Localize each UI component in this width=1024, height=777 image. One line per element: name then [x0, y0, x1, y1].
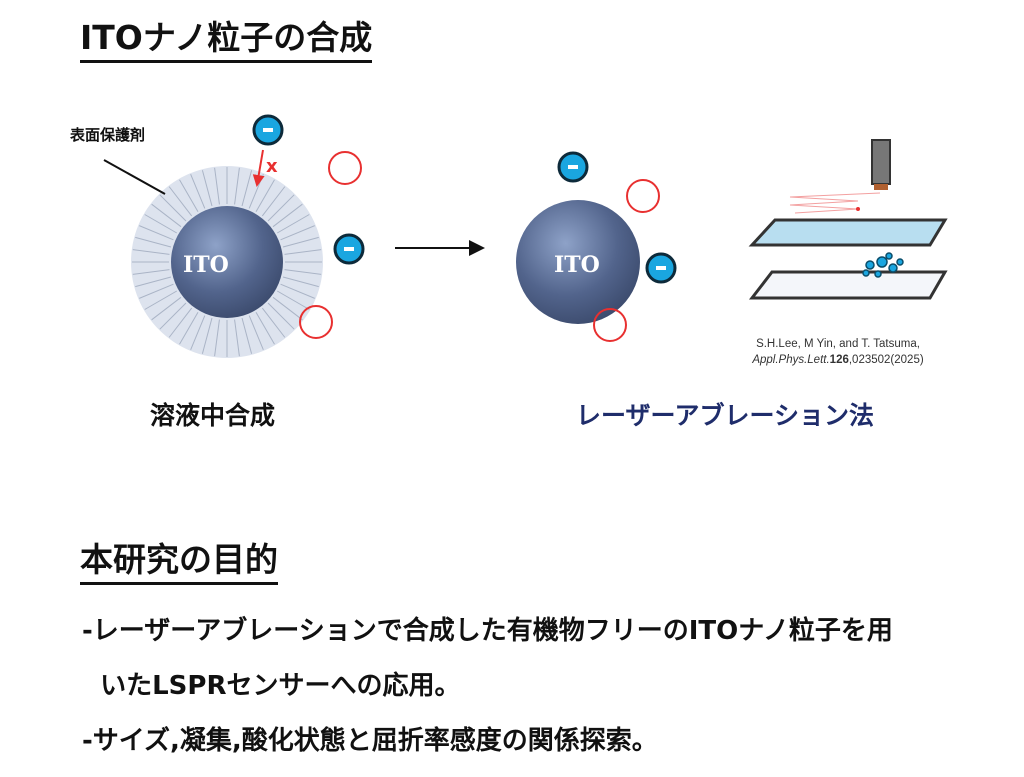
citation-pages: ,023502(2025)	[848, 354, 924, 366]
citation-journal: Appl.Phys.Lett.	[752, 354, 830, 366]
citation-volume: 126	[829, 354, 849, 366]
bare-ito-particle	[516, 200, 640, 324]
blocked-arrow	[252, 149, 265, 187]
particle-label-right: ITO	[554, 252, 600, 278]
citation: S.H.Lee, M Yin, and T. Tatsuma, Appl.Phy…	[700, 336, 976, 368]
coated-ito-particle	[131, 166, 323, 358]
caption-laser-ablation: レーザーアブレーション法	[576, 401, 875, 430]
minus-sign-icon	[344, 247, 354, 251]
surface-protector-label: 表面保護剤	[70, 126, 145, 144]
laser-ablation-apparatus	[748, 139, 948, 300]
section-title-purpose: 本研究の目的	[80, 540, 278, 585]
section-title-synthesis: ITOナノ粒子の合成	[80, 18, 373, 63]
empty-site-icon	[593, 308, 627, 342]
empty-site-icon	[328, 151, 362, 185]
label-pointer-arrow	[103, 159, 166, 195]
particle-label-left: ITO	[183, 252, 229, 278]
bullet-1-cont: いたLSPRセンサーへの応用。	[82, 671, 461, 701]
minus-sign-icon	[568, 165, 578, 169]
caption-solution-synthesis: 溶液中合成	[150, 401, 276, 430]
minus-sign-icon	[656, 266, 666, 270]
empty-site-icon	[299, 305, 333, 339]
blocked-mark: x	[266, 156, 278, 177]
minus-sign-icon	[263, 128, 273, 132]
bullet-2: -サイズ,凝集,酸化状態と屈折率感度の関係探索。	[82, 726, 658, 756]
citation-authors: S.H.Lee, M Yin, and T. Tatsuma,	[756, 338, 920, 350]
bullet-1: -レーザーアブレーションで合成した有機物フリーのITOナノ粒子を用	[82, 616, 893, 646]
empty-site-icon	[626, 179, 660, 213]
